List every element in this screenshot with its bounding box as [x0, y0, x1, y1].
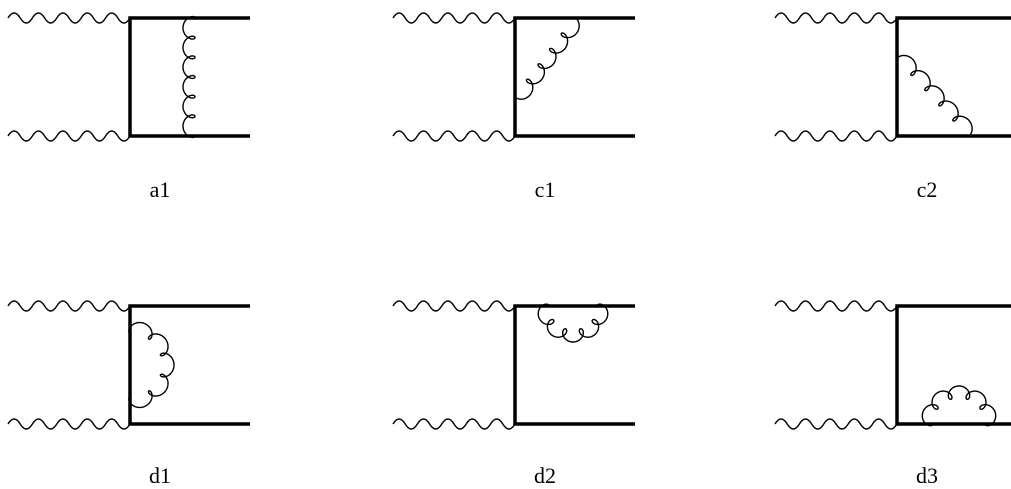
diagram-c1: c1: [392, 12, 635, 202]
photon-top: [774, 300, 898, 312]
gluon: [514, 16, 580, 100]
photon-line-bottom: [774, 418, 898, 430]
photon-line-bottom: [774, 130, 898, 142]
diagram-label: d2: [534, 463, 556, 488]
photon-line-bottom: [7, 418, 131, 430]
gluon-line: [182, 15, 196, 139]
photon-bottom: [7, 418, 131, 430]
gluon: [896, 54, 973, 137]
diagram-label: d3: [916, 463, 938, 488]
gluon-line: [921, 385, 997, 427]
photon-line-top: [7, 300, 131, 312]
diagram-d2: d2: [392, 300, 635, 488]
photon-top: [7, 300, 131, 312]
quark-lines: [895, 304, 1011, 426]
gluon: [921, 385, 997, 427]
photon-line-top: [774, 12, 898, 24]
gluon-line: [128, 321, 175, 409]
diagram-label: d1: [149, 463, 171, 488]
quark-line: [128, 16, 250, 138]
photon-bottom: [774, 130, 898, 142]
photon-line-top: [774, 300, 898, 312]
gluon-line: [896, 54, 973, 137]
diagram-label: c2: [917, 177, 938, 202]
photon-bottom: [774, 418, 898, 430]
photon-bottom: [392, 130, 516, 142]
photon-top: [392, 12, 516, 24]
gluon: [182, 15, 196, 139]
photon-line-bottom: [392, 418, 516, 430]
gluon: [128, 321, 175, 409]
photon-line-top: [392, 300, 516, 312]
diagram-a1: a1: [7, 12, 250, 202]
diagram-label: c1: [535, 177, 556, 202]
gluon: [537, 303, 609, 343]
diagram-d3: d3: [774, 300, 1011, 488]
quark-line: [513, 304, 635, 426]
quark-lines: [128, 16, 250, 138]
photon-line-bottom: [7, 130, 131, 142]
quark-lines: [128, 304, 250, 426]
gluon-line: [514, 16, 580, 100]
photon-line-top: [392, 12, 516, 24]
photon-top: [774, 12, 898, 24]
quark-line: [895, 304, 1011, 426]
photon-line-top: [7, 12, 131, 24]
gluon-line: [537, 303, 609, 343]
photon-bottom: [392, 418, 516, 430]
diagram-c2: c2: [774, 12, 1011, 202]
diagram-label: a1: [150, 177, 171, 202]
diagram-d1: d1: [7, 300, 250, 488]
photon-bottom: [7, 130, 131, 142]
photon-line-bottom: [392, 130, 516, 142]
quark-line: [128, 304, 250, 426]
photon-top: [7, 12, 131, 24]
quark-line: [895, 16, 1011, 138]
photon-top: [392, 300, 516, 312]
quark-lines: [513, 304, 635, 426]
quark-lines: [895, 16, 1011, 138]
